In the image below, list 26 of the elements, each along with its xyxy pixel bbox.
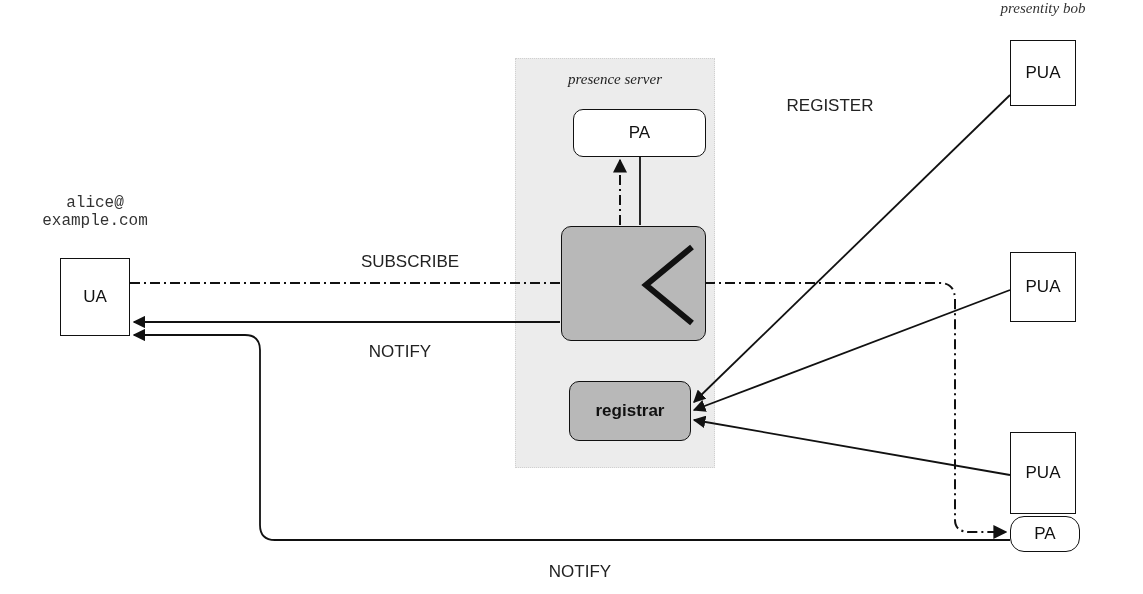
process-box <box>60 258 130 336</box>
arrow <box>613 158 627 226</box>
node-label: UA <box>83 287 107 307</box>
process-box <box>1010 516 1080 552</box>
process-box <box>573 109 706 157</box>
node-label: PA <box>1034 524 1056 544</box>
node-caption: presentity bob <box>1000 0 1086 17</box>
proxy-box <box>561 226 706 341</box>
server-region <box>515 58 715 468</box>
arrow <box>132 315 561 329</box>
node-caption: alice@ example.com <box>41 195 149 231</box>
arrow <box>693 94 1011 403</box>
node-label: PUA <box>1025 277 1061 297</box>
arrow <box>132 328 1011 541</box>
arrow <box>704 282 1008 539</box>
process-box <box>1010 432 1076 514</box>
arrow <box>692 289 1011 412</box>
process-box <box>569 381 691 441</box>
node-label: PUA <box>1025 63 1061 83</box>
process-box <box>1010 252 1076 322</box>
region-title: presence server <box>566 71 663 88</box>
arrow <box>692 415 1011 476</box>
node-label: registrar <box>595 401 665 421</box>
node-label: PA <box>628 123 651 143</box>
process-box <box>1010 40 1076 106</box>
node-label: PUA <box>1025 463 1061 483</box>
